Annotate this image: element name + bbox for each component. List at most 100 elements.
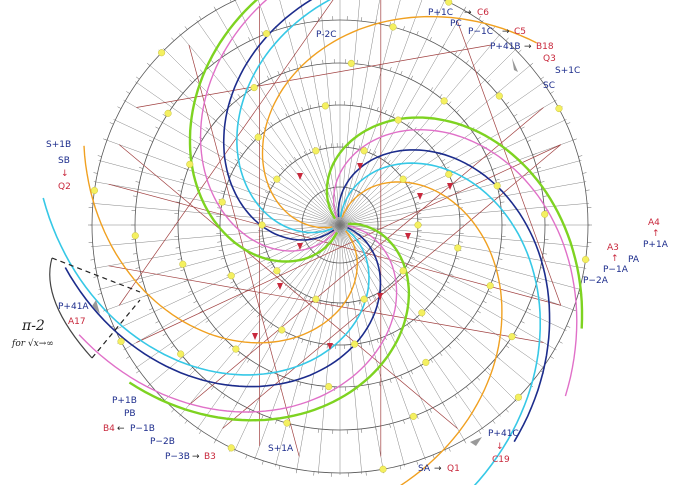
ring-tick [235, 402, 238, 407]
ring-tick [293, 109, 296, 114]
ring-tick [325, 301, 327, 306]
ring-tick [183, 280, 188, 283]
ring-tick [309, 341, 312, 346]
ring-tick [505, 409, 509, 413]
label-sc: SC [543, 81, 555, 91]
yellow-marker [278, 326, 286, 334]
ring-tick [413, 319, 417, 323]
ring-tick [143, 294, 148, 297]
yellow-marker [312, 147, 320, 155]
radial-spoke [339, 224, 484, 430]
ring-tick [295, 469, 298, 474]
yellow-marker [389, 23, 397, 31]
ring-tick [527, 308, 532, 311]
ring-tick [277, 172, 281, 176]
ring-tick [280, 167, 285, 171]
ring-tick [146, 62, 151, 66]
ring-tick [492, 26, 496, 30]
ring-tick [198, 15, 202, 20]
ring-tick [139, 281, 144, 283]
yellow-marker [495, 92, 503, 100]
ring-tick [298, 153, 302, 158]
ring-tick [262, 196, 267, 199]
ring-tick [126, 356, 130, 359]
label-arrow-a3: ↑ [611, 254, 619, 264]
radial-spoke [339, 8, 466, 226]
ring-tick [416, 31, 419, 36]
ring-tick [492, 280, 497, 283]
ring-tick [179, 90, 184, 94]
ring-tick [542, 253, 548, 255]
label-c5: C5 [514, 27, 526, 37]
ring-tick [246, 359, 250, 363]
ring-tick [248, 37, 251, 41]
ring-tick [431, 145, 436, 149]
ring-tick [455, 190, 460, 193]
ring-tick [244, 301, 249, 305]
ring-tick [449, 273, 454, 276]
yellow-marker [179, 260, 187, 268]
yellow-marker [325, 383, 333, 391]
label-arrow-c6: → [464, 8, 472, 18]
label-s-plus-1b: S+1B [46, 140, 71, 150]
ring-tick [410, 75, 413, 80]
label-b3: B3 [204, 452, 216, 462]
ring-tick [135, 267, 140, 269]
yellow-marker [164, 109, 172, 117]
ring-tick [267, 261, 272, 264]
ring-tick [399, 465, 402, 470]
label-arrow-c5: → [502, 27, 510, 37]
yellow-marker [321, 102, 329, 110]
label-p-minus-1c: P−1C [468, 27, 493, 37]
red-arrow-marks [252, 163, 453, 350]
radial-spoke [339, 0, 446, 226]
ring-tick [289, 286, 293, 290]
ring-tick [532, 153, 537, 156]
ring-tick [256, 81, 260, 85]
ring-tick [230, 166, 235, 169]
ring-tick [387, 286, 391, 290]
ring-tick [162, 333, 167, 336]
spiral-arm-cyan [339, 162, 541, 485]
yellow-marker [347, 59, 355, 67]
ring-tick [420, 132, 424, 136]
ring-tick [237, 94, 241, 98]
radial-spoke [339, 224, 466, 442]
ring-tick [117, 106, 122, 109]
ring-tick [406, 324, 410, 328]
grey-arrow-c19 [470, 437, 482, 446]
ring-tick [416, 207, 421, 210]
radial-spoke [339, 224, 517, 402]
ring-tick [235, 43, 238, 48]
ring-tick [403, 26, 405, 31]
ring-tick [171, 37, 175, 41]
ring-tick [527, 139, 532, 142]
radial-spoke [339, 202, 590, 226]
ring-1 [301, 186, 379, 264]
red-arrow-mark [252, 333, 258, 340]
yellow-marker [541, 210, 549, 218]
ring-tick [466, 386, 469, 390]
grey-arrow-b18 [512, 58, 518, 72]
ring-tick [406, 122, 410, 126]
ring-tick [250, 308, 254, 312]
yellow-marker [186, 160, 194, 168]
ring-tick [205, 127, 210, 130]
ring-tick [264, 191, 269, 194]
ring-tick [179, 356, 184, 360]
yellow-markers [90, 0, 590, 473]
radial-spoke [163, 224, 341, 402]
yellow-marker [258, 221, 266, 229]
ring-tick [373, 151, 377, 156]
spiral-arm-green [188, 0, 339, 263]
ring-tick [212, 328, 217, 332]
ring-tick [432, 454, 435, 459]
yellow-marker [508, 333, 516, 341]
ring-tick [476, 377, 481, 381]
ring-tick [389, 67, 392, 72]
ring-tick [452, 265, 457, 268]
ring-tick [457, 198, 462, 201]
ring-tick [278, 465, 281, 470]
ring-tick [293, 289, 297, 294]
ring-tick [93, 172, 98, 174]
